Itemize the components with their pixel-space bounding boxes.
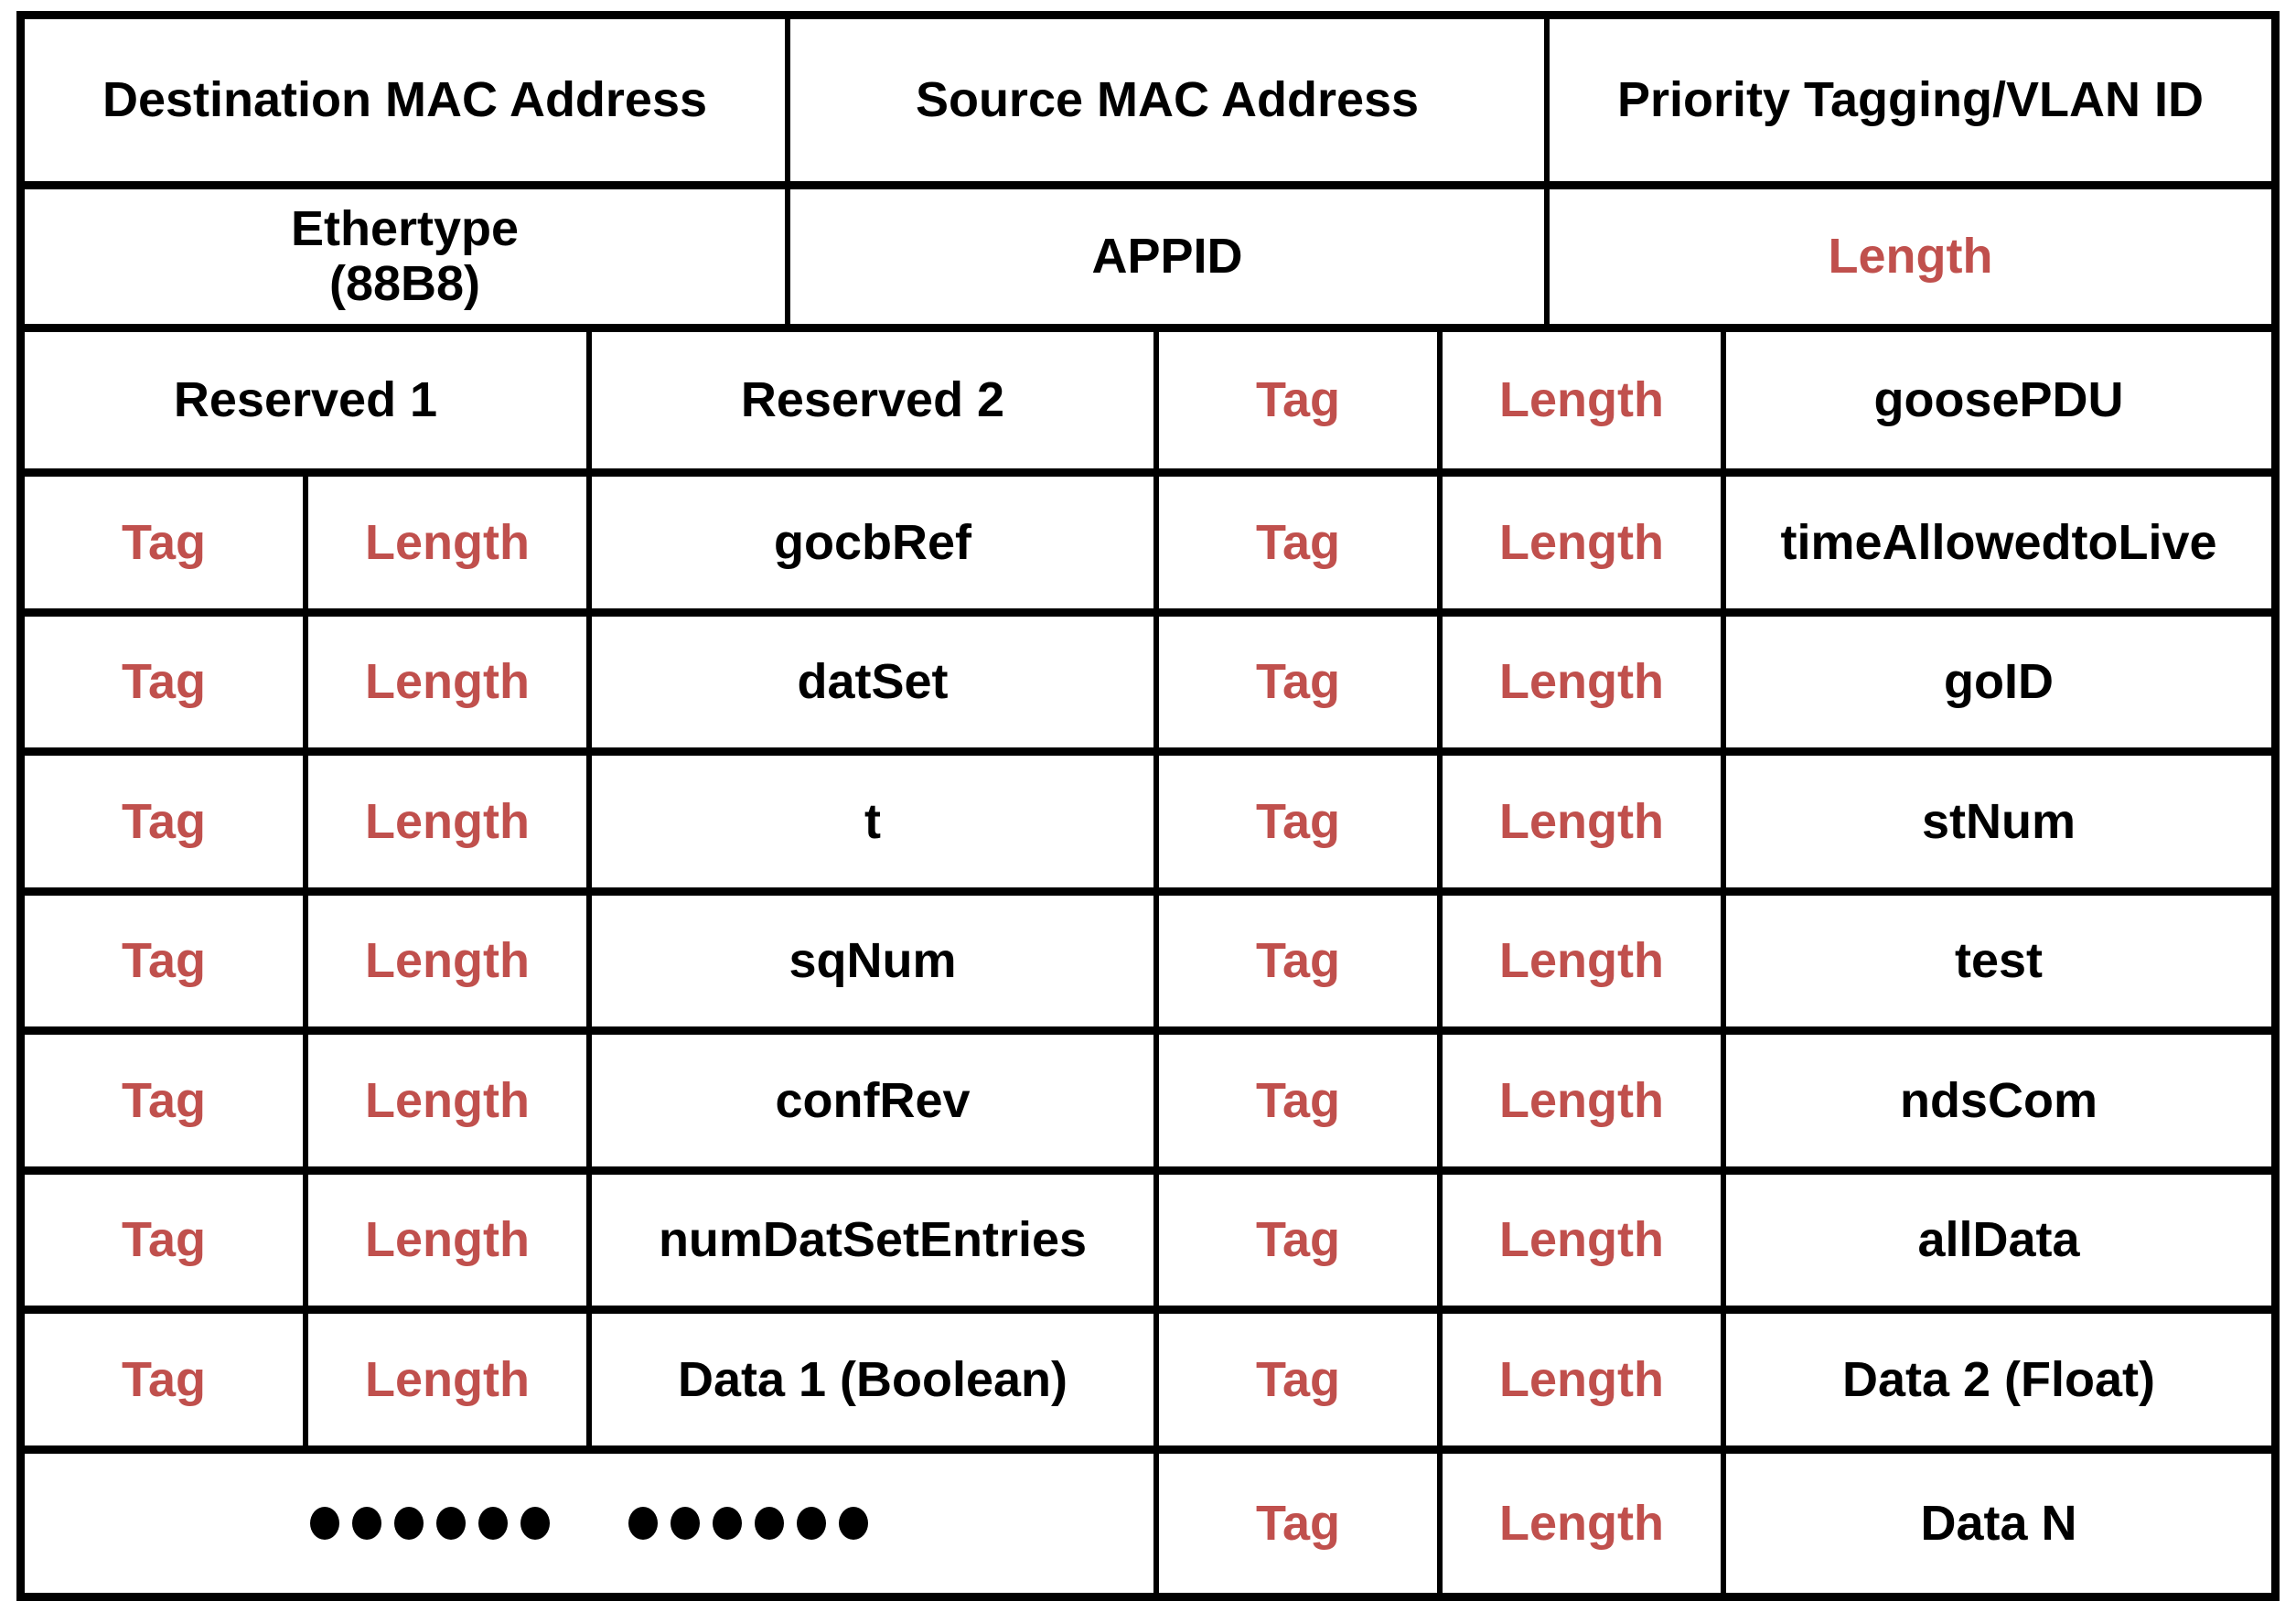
cell-field-left: datSet xyxy=(592,616,1159,748)
cell-length-data-n: Length xyxy=(1443,1453,1726,1594)
cell-tag-right: Tag xyxy=(1159,1314,1443,1445)
cell-tag-right: Tag xyxy=(1159,616,1443,748)
cell-source-mac-address: Source MAC Address xyxy=(790,19,1550,181)
cell-length-left: Length xyxy=(308,756,592,887)
cell-tag-left: Tag xyxy=(25,756,308,887)
cell-appid: APPID xyxy=(790,188,1550,325)
cell-tag-right: Tag xyxy=(1159,1174,1443,1306)
table-row: Tag Length datSet Tag Length goID xyxy=(25,616,2271,757)
cell-tag-left: Tag xyxy=(25,1035,308,1166)
ellipsis-dots-group-2 xyxy=(628,1506,868,1540)
cell-reserved-1: Reserved 1 xyxy=(25,332,592,469)
cell-field-right: ndsCom xyxy=(1900,1072,2098,1128)
ellipsis-dot xyxy=(436,1506,466,1540)
cell-field-right: stNum xyxy=(1921,793,2076,849)
table-row-mac-header: Destination MAC Address Source MAC Addre… xyxy=(25,19,2271,189)
cell-length-right: Length xyxy=(1443,477,1726,608)
table-row: Tag Length t Tag Length stNum xyxy=(25,756,2271,896)
cell-length-right: Length xyxy=(1443,1035,1726,1166)
cell-field-right: test xyxy=(1954,933,2044,989)
ellipsis-dot xyxy=(478,1506,508,1540)
cell-length-left: Length xyxy=(308,895,592,1027)
cell-length-left: Length xyxy=(308,1174,592,1306)
cell-tag-right: Tag xyxy=(1159,477,1443,608)
cell-field-right: Data 2 (Float) xyxy=(1841,1351,2156,1407)
cell-field-left: sqNum xyxy=(592,895,1159,1027)
table-row: Tag Length confRev Tag Length ndsCom xyxy=(25,1035,2271,1175)
ellipsis-dot xyxy=(755,1506,784,1540)
cell-tag-data-n: Tag xyxy=(1159,1453,1443,1594)
ethertype-value: (88B8) xyxy=(328,256,481,312)
cell-tag-left: Tag xyxy=(25,895,308,1027)
cell-length-right: Length xyxy=(1443,1174,1726,1306)
cell-field-right: timeAllowedtoLive xyxy=(1780,514,2217,570)
table-row-continuation: Tag Length Data N xyxy=(25,1453,2271,1594)
cell-length-left: Length xyxy=(308,616,592,748)
ellipsis-dot xyxy=(671,1506,700,1540)
table-row-reserved: Reserved 1 Reserved 2 Tag Length goosePD… xyxy=(25,332,2271,478)
table-row: Tag Length Data 1 (Boolean) Tag Length D… xyxy=(25,1314,2271,1454)
cell-tag-left: Tag xyxy=(25,477,308,608)
cell-goosepdu: goosePDU xyxy=(1873,372,2124,428)
cell-ethertype: Ethertype (88B8) xyxy=(25,188,790,325)
cell-length-left: Length xyxy=(308,477,592,608)
cell-field-left: t xyxy=(592,756,1159,887)
ellipsis-dot xyxy=(628,1506,658,1540)
cell-field-left: gocbRef xyxy=(592,477,1159,608)
cell-length-header: Length xyxy=(1828,229,1993,285)
ellipsis-dot xyxy=(394,1506,424,1540)
ethertype-label: Ethertype xyxy=(290,200,520,256)
cell-length-left: Length xyxy=(308,1314,592,1445)
ellipsis-dots-group-1 xyxy=(310,1506,550,1540)
cell-reserved-2: Reserved 2 xyxy=(592,332,1159,469)
cell-tag-right: Tag xyxy=(1159,1035,1443,1166)
cell-field-left: numDatSetEntries xyxy=(592,1174,1159,1306)
cell-tag-left: Tag xyxy=(25,616,308,748)
cell-tag-left: Tag xyxy=(25,1174,308,1306)
ellipsis-dot xyxy=(797,1506,826,1540)
cell-length-right: Length xyxy=(1443,616,1726,748)
cell-tag-right: Tag xyxy=(1159,895,1443,1027)
cell-data-n: Data N xyxy=(1920,1495,2077,1551)
cell-length-right: Length xyxy=(1443,756,1726,887)
table-row: Tag Length sqNum Tag Length test xyxy=(25,895,2271,1036)
ellipsis-dot xyxy=(310,1506,339,1540)
cell-length-right: Length xyxy=(1443,895,1726,1027)
cell-ellipsis xyxy=(25,1453,1159,1594)
cell-length-right: Length xyxy=(1443,1314,1726,1445)
ellipsis-dot xyxy=(520,1506,550,1540)
cell-tag-left: Tag xyxy=(25,1314,308,1445)
cell-destination-mac-address: Destination MAC Address xyxy=(25,19,790,181)
cell-field-left: Data 1 (Boolean) xyxy=(592,1314,1159,1445)
cell-tag-right: Tag xyxy=(1159,756,1443,887)
cell-tag-goosepdu: Tag xyxy=(1159,332,1443,469)
cell-field-left: confRev xyxy=(592,1035,1159,1166)
table-row: Tag Length numDatSetEntries Tag Length a… xyxy=(25,1174,2271,1315)
ellipsis-dot xyxy=(352,1506,381,1540)
cell-length-left: Length xyxy=(308,1035,592,1166)
cell-field-right: goID xyxy=(1944,654,2054,710)
goose-frame-table: Destination MAC Address Source MAC Addre… xyxy=(16,11,2280,1601)
cell-priority-tagging-vlan-id: Priority Tagging/VLAN ID xyxy=(1616,72,2204,128)
ellipsis-dot xyxy=(713,1506,742,1540)
table-row-ethertype: Ethertype (88B8) APPID Length xyxy=(25,188,2271,333)
table-row: Tag Length gocbRef Tag Length timeAllowe… xyxy=(25,477,2271,617)
cell-length-goosepdu: Length xyxy=(1443,332,1726,469)
ellipsis-dot xyxy=(839,1506,868,1540)
cell-field-right: allData xyxy=(1917,1212,2080,1268)
